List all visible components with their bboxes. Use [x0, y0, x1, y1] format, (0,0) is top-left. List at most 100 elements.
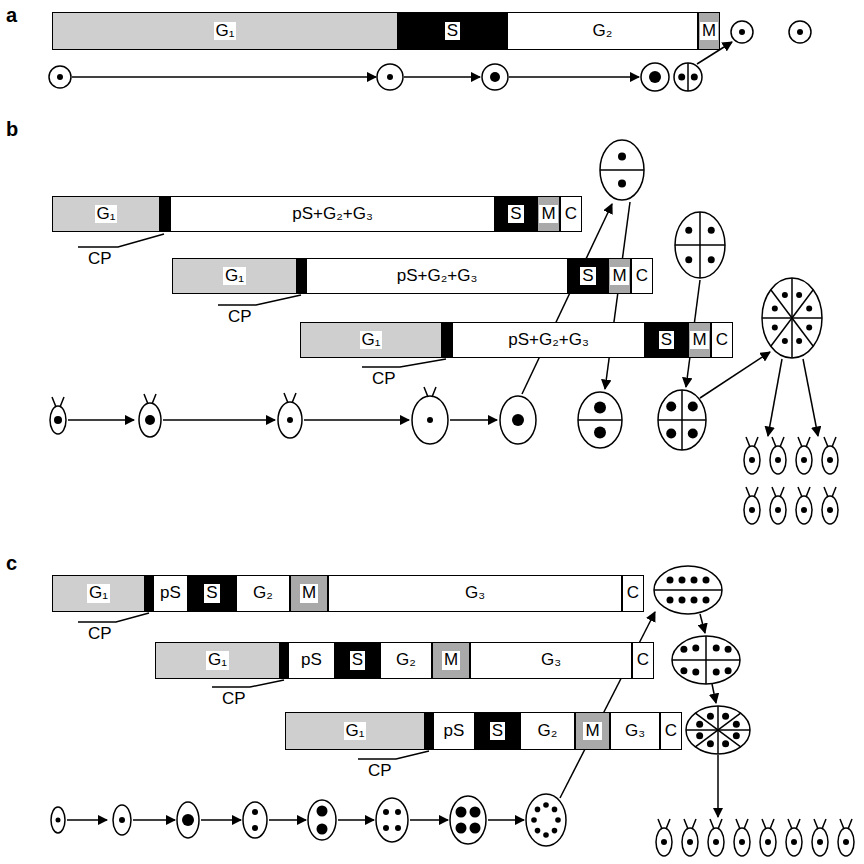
nucleus-dot	[782, 292, 788, 298]
flagellum	[710, 819, 714, 829]
division-line	[687, 63, 689, 91]
phase-segment: S	[475, 712, 520, 750]
flagellum	[798, 437, 802, 447]
nucleus-dot	[490, 72, 500, 82]
cell-outline	[672, 636, 740, 684]
phase-segment: G₂	[507, 12, 698, 50]
division-line	[654, 589, 722, 591]
nucleus-dot	[703, 577, 710, 584]
phase-label: G₁	[360, 331, 383, 350]
cell-outline	[734, 828, 750, 856]
flow-arrow	[450, 419, 497, 421]
phase-segment: C	[711, 322, 733, 358]
flow-arrow	[605, 202, 630, 389]
nucleus-dot	[806, 306, 812, 312]
cell-outline	[450, 796, 486, 844]
nucleus-dot	[691, 597, 698, 604]
nucleus-dot	[54, 416, 62, 424]
flagellum	[718, 819, 722, 829]
nucleus-dot	[707, 713, 714, 720]
division-line	[705, 636, 707, 684]
phase-label: G₁	[214, 22, 237, 41]
flow-arrow	[717, 755, 719, 817]
cell-outline	[838, 828, 854, 856]
nucleus-dot	[817, 839, 823, 845]
phase-segment: S	[645, 322, 688, 358]
cell-outline	[789, 21, 811, 43]
checkpoint-label: CP	[372, 370, 396, 389]
cell-outline	[796, 446, 812, 474]
nucleus-dot	[796, 338, 802, 344]
phase-segment: pS+G₂+G₃	[306, 258, 568, 294]
nucleus-dot	[765, 839, 771, 845]
nucleus-dot	[772, 306, 778, 312]
nucleus-dot	[797, 29, 803, 35]
phase-label: pS+G₂+G₃	[292, 205, 373, 224]
phase-label: G₂	[538, 722, 558, 741]
phase-segment: M	[698, 12, 720, 50]
cell-outline	[760, 828, 776, 856]
phase-label: G₂	[396, 651, 416, 670]
nucleus-dot	[666, 429, 676, 439]
cell-outline	[770, 446, 786, 474]
nucleus-dot	[667, 577, 674, 584]
cell-outline	[51, 807, 65, 833]
nucleus-dot	[749, 507, 755, 513]
phase-label: C	[637, 651, 649, 670]
phase-label: G₂	[253, 584, 273, 603]
flow-arrow	[68, 419, 134, 421]
phase-segment: G₃	[328, 575, 622, 612]
nucleus-dot	[708, 256, 715, 263]
cell-outline	[686, 706, 750, 754]
division-line	[695, 713, 740, 747]
phase-segment: G₃	[610, 712, 660, 750]
phase-segment: pS+G₂+G₃	[452, 322, 645, 358]
flagellum	[744, 819, 748, 829]
flow-arrow	[201, 819, 241, 821]
phase-label: S	[658, 330, 675, 351]
cell-outline	[600, 140, 644, 200]
nucleus-dot	[688, 429, 698, 439]
flagellum	[832, 487, 836, 497]
cell-outline	[278, 402, 302, 438]
nucleus-dot	[552, 807, 558, 813]
cell-outline	[500, 396, 536, 444]
checkpoint-mark	[160, 196, 170, 232]
flow-arrow	[304, 419, 409, 421]
nucleus-dot	[543, 802, 549, 808]
phase-label: S	[444, 21, 461, 42]
cell-outline	[376, 798, 408, 842]
flow-arrow	[768, 359, 782, 436]
nucleus-dot	[679, 597, 686, 604]
nucleus-dot	[531, 817, 537, 823]
leader-line	[78, 613, 149, 622]
cell-outline	[139, 403, 161, 437]
nucleus-dot	[739, 29, 745, 35]
phase-label: S	[507, 204, 524, 225]
drawing-group	[49, 21, 854, 856]
flagellum	[762, 819, 766, 829]
phase-label: G₁	[344, 722, 367, 741]
cell-outline	[812, 828, 828, 856]
phase-label: pS+G₂+G₃	[508, 331, 589, 350]
flagellum	[666, 819, 670, 829]
nucleus-dot	[555, 817, 561, 823]
nucleus-dot	[427, 417, 433, 423]
nucleus-dot	[679, 577, 686, 584]
nucleus-dot	[680, 667, 687, 674]
phase-label: M	[539, 205, 557, 224]
cell-outline	[50, 406, 66, 434]
phase-segment: C	[660, 712, 682, 750]
phase-label: M	[610, 267, 628, 286]
nucleus-dot	[843, 839, 849, 845]
phase-label: pS	[160, 584, 181, 603]
panel-letter: a	[6, 4, 17, 26]
nucleus-dot	[594, 427, 606, 439]
nucleus-dot	[543, 832, 549, 838]
phase-segment: G₁	[285, 712, 425, 750]
nucleus-dot	[387, 74, 393, 80]
phase-segment: S	[188, 575, 236, 612]
cell-outline	[526, 794, 566, 846]
phase-segment: M	[575, 712, 610, 750]
nucleus-dot	[594, 401, 606, 413]
